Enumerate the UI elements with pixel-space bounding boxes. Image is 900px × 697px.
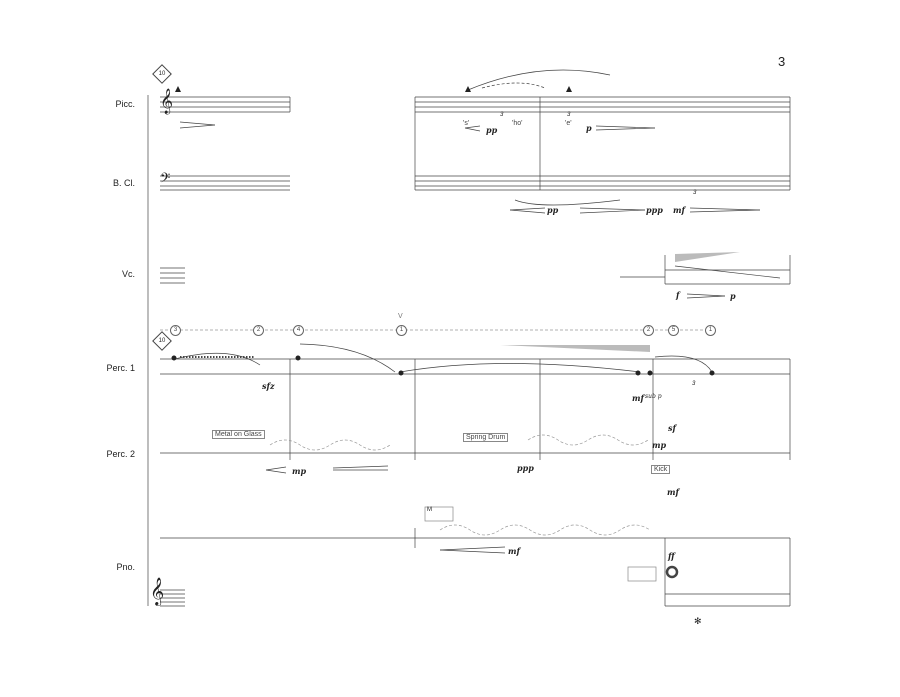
tuplet-number: 3 [567,112,571,118]
instrument-name-piccolo: Picc. [115,99,135,109]
string-number: 3 [170,325,181,336]
string-number: 1 [396,325,407,336]
string-number: 4 [293,325,304,336]
dynamic: mp [652,440,667,450]
dynamic: mf [667,487,679,497]
dynamic: p [730,291,736,301]
instrument-name-percussion-1: Perc. 1 [106,363,135,373]
dynamic: ppp [646,205,663,215]
string-number: 2 [253,325,264,336]
instrument-name-percussion-2: Perc. 2 [106,449,135,459]
percussion-2-staff [160,434,790,474]
piano-staff [160,506,791,607]
bass-clef-icon: 𝄢 [160,172,171,189]
dynamic: sf [668,423,676,433]
string-number: 1 [705,325,716,336]
string-number: 2 [643,325,654,336]
instrument-label-box: Metal on Glass [212,430,265,439]
page-number: 3 [778,54,786,69]
treble-clef-icon: 𝄞 [150,578,165,605]
dynamic: sfz [262,381,275,391]
instrument-name-cello: Vc. [121,269,135,279]
lyric-syllable: 'ho' [512,120,523,127]
percussion-1-staff [160,329,791,460]
dynamic: mf [508,546,520,556]
dynamic: f [676,290,680,300]
dynamic: ff [668,551,675,561]
bass-clarinet-staff [160,175,790,191]
string-number: 5 [668,325,679,336]
instrument-label-box: Kick [651,465,671,474]
tuplet-number: 3 [693,190,697,196]
dynamic: p [586,123,592,133]
tuplet-number: 3 [692,381,696,387]
tuplet-number: 3 [500,112,504,118]
pedal-release-icon: ✻ [694,616,702,626]
up-bow-mark: V [398,313,403,320]
dynamic: pp [486,125,498,135]
dynamic: ppp [517,463,534,473]
dynamic: mf [673,205,685,215]
lyric-syllable: 'e' [565,120,572,127]
dynamic: mf [632,393,644,403]
lyric-syllable: 's' [463,120,470,127]
piano-box-label: M [427,507,432,513]
instrument-name-bass-clarinet: B. Cl. [112,178,135,188]
piccolo-staff [160,96,791,190]
instrument-label-box: Spring Drum [463,433,509,442]
dynamic: mp [292,466,307,476]
dynamic: pp [547,205,559,215]
dynamic: sub p [645,393,662,400]
treble-clef-icon: 𝄞 [160,88,174,113]
instrument-name-piano: Pno. [116,562,135,572]
cello-staff [160,255,791,285]
